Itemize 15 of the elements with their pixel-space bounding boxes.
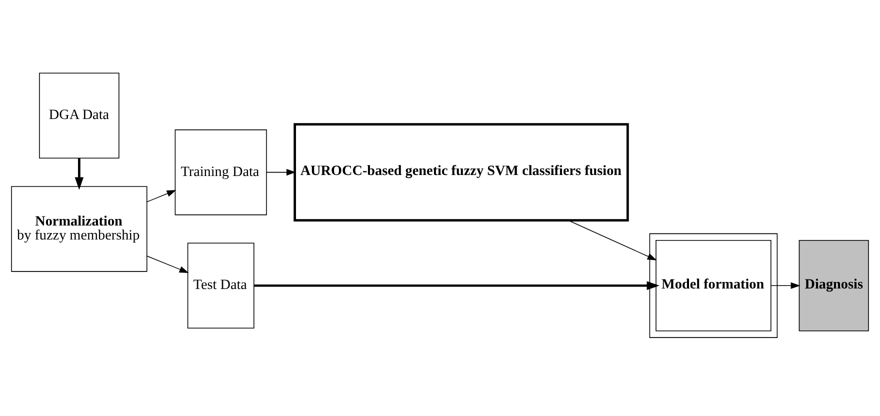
arrow bbox=[568, 219, 657, 260]
arrow bbox=[74, 158, 84, 190]
arrow bbox=[146, 255, 189, 272]
arrow bbox=[770, 282, 800, 288]
cluster bbox=[649, 232, 778, 338]
node-box: DGA Data bbox=[39, 72, 120, 158]
node-box: Normalization by fuzzy membership bbox=[11, 186, 148, 272]
arrow bbox=[266, 168, 296, 176]
arrow bbox=[146, 190, 176, 202]
node-box: Test Data bbox=[187, 242, 254, 328]
node-box: Model formation bbox=[656, 239, 772, 331]
node-box: AUROCC-based genetic fuzzy SVM classifiers fusion bbox=[294, 122, 629, 221]
node-box: Training Data bbox=[174, 128, 267, 215]
node-box: Diagnosis bbox=[798, 239, 869, 331]
arrow bbox=[254, 280, 660, 290]
